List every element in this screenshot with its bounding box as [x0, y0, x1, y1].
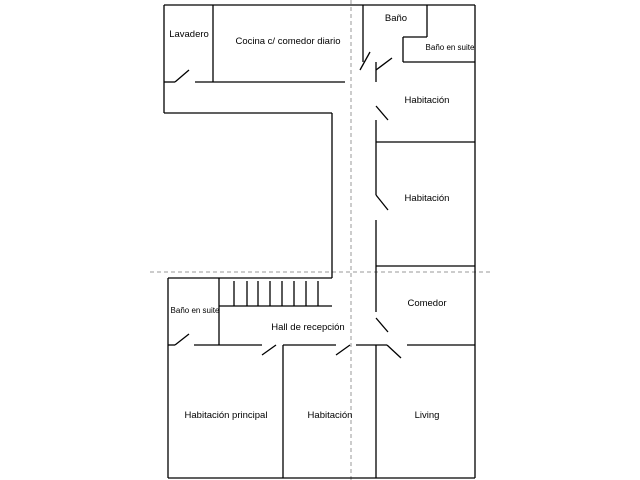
label-habitacion-2: Habitación: [405, 193, 450, 204]
label-living: Living: [415, 410, 440, 421]
door-bano-suite-bottom: [174, 333, 190, 346]
door-living: [386, 344, 402, 359]
room-labels: Lavadero Cocina c/ comedor diario Baño B…: [169, 13, 475, 421]
label-bano: Baño: [385, 13, 407, 24]
label-bano-suite-bottom: Baño en suite: [171, 306, 220, 315]
label-hall: Hall de recepción: [271, 322, 344, 333]
label-bano-suite-top: Baño en suite: [426, 43, 475, 52]
door-comedor: [375, 317, 389, 333]
door-habitacion-1: [375, 105, 389, 121]
doors: [174, 51, 402, 359]
dashed-guides: [150, 0, 490, 480]
door-bano-suite: [375, 57, 393, 71]
label-habitacion-3: Habitación: [308, 410, 353, 421]
label-comedor: Comedor: [407, 298, 446, 309]
door-habitacion-principal: [261, 344, 277, 356]
label-habitacion-1: Habitación: [405, 95, 450, 106]
label-lavadero: Lavadero: [169, 29, 209, 40]
door-habitacion-3: [335, 344, 351, 356]
door-habitacion-2: [375, 194, 389, 211]
staircase: [219, 281, 332, 307]
walls: [163, 4, 476, 479]
label-cocina: Cocina c/ comedor diario: [235, 36, 340, 47]
label-habitacion-principal: Habitación principal: [185, 410, 268, 421]
door-bano: [359, 51, 371, 71]
door-lavadero: [174, 69, 190, 83]
